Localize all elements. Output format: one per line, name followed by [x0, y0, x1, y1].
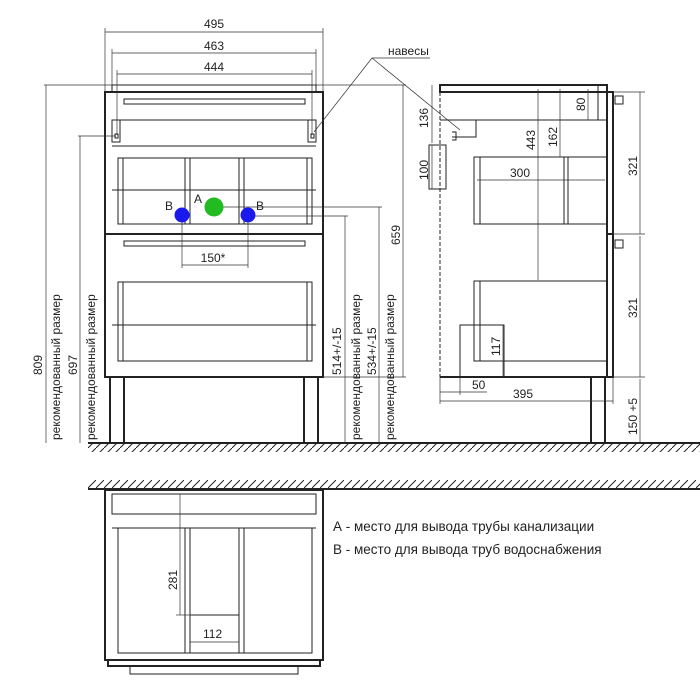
dim-117: 117 [489, 337, 503, 356]
dim-height-total: 809 [31, 355, 45, 375]
plan-dimensions [176, 494, 239, 643]
point-a-marker [204, 197, 224, 217]
hinges-label: навесы [388, 44, 429, 58]
dim-50: 50 [472, 378, 486, 392]
dim-pipe-spacing: 150* [201, 251, 226, 265]
dim-112: 112 [203, 627, 222, 641]
dim-100: 100 [417, 160, 431, 180]
front-dimensions [44, 28, 461, 443]
point-b-right-marker [240, 207, 256, 223]
dim-width-overall: 495 [204, 17, 224, 31]
dim-width-hinges: 444 [204, 60, 224, 74]
dim-443: 443 [524, 130, 538, 150]
dim-height-a: 534+/-15 [365, 327, 379, 375]
ground-front [88, 442, 700, 452]
point-b-left-marker [174, 207, 190, 223]
dim-height-hinge-note: рекомендованный размер [84, 294, 98, 440]
dim-162: 162 [546, 127, 560, 147]
dim-height-b-note: рекомендованный размер [349, 294, 363, 440]
side-dimensions [431, 85, 645, 443]
dim-395: 395 [513, 387, 533, 401]
dim-281: 281 [166, 570, 180, 590]
dim-300: 300 [510, 166, 530, 180]
dim-321-top: 321 [626, 156, 640, 176]
point-a-label: A [194, 192, 202, 206]
dim-80: 80 [574, 97, 588, 111]
wall-plan [88, 480, 700, 490]
point-b-right-label: B [256, 199, 264, 213]
dim-height-hinge: 697 [66, 355, 80, 375]
plan-cabinet [104, 489, 324, 675]
point-b-left-label: B [165, 199, 173, 213]
dim-height-a-note: рекомендованный размер [383, 294, 397, 440]
dim-136: 136 [417, 108, 431, 128]
dim-width-inner: 463 [204, 39, 224, 53]
dim-height-total-note: рекомендованный размер [49, 294, 63, 440]
dim-height-659: 659 [389, 225, 403, 245]
side-cabinet [428, 84, 624, 444]
legend-a: А - место для вывода трубы канализации [333, 519, 594, 534]
dim-321-bottom: 321 [626, 298, 640, 318]
legend-b: В - место для вывода труб водоснабжения [333, 542, 602, 557]
dim-height-b: 514+/-15 [330, 327, 344, 375]
dim-legs: 150 +5 [626, 398, 640, 435]
